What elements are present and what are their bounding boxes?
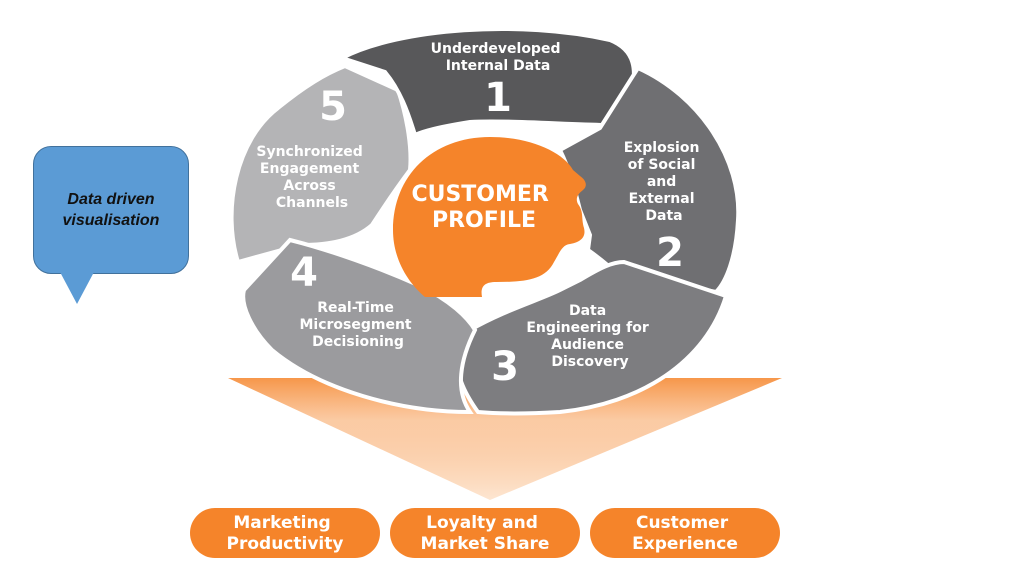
outcome-marketing-productivity: Marketing Productivity [190,508,380,558]
cycle-segment-3-content: Data Engineering for Audience Discovery … [491,303,653,390]
callout-tail [60,272,94,304]
segment-1-label: Underdeveloped Internal Data [431,41,566,74]
outcome-loyalty-market-share: Loyalty and Market Share [390,508,580,558]
segment-3-number: 3 [491,344,519,390]
outcome-pill [590,508,780,558]
outcome-funnel [228,378,782,500]
cycle-segment-1-content: Underdeveloped Internal Data 1 [431,41,566,121]
head-silhouette-icon [393,137,586,297]
outcome-pill [190,508,380,558]
segment-5-number: 5 [319,84,347,130]
segment-5-label: Synchronized Engagement Across Channels [256,144,367,211]
cycle-segment-1 [336,27,636,138]
outcome-pill [390,508,580,558]
outcome-label: Customer Experience [632,513,738,554]
segment-2-label: Explosion of Social and External Data [624,140,705,224]
outcome-label: Loyalty and Market Share [421,513,550,554]
cycle-segment-5-content: 5 Synchronized Engagement Across Channel… [256,84,367,211]
cycle-segment-5 [229,63,413,265]
cycle-segment-3 [455,259,729,416]
callout-bubble: Data driven visualisation [33,146,189,274]
callout-text: Data driven visualisation [62,191,160,229]
segment-4-label: Real-Time Microsegment Decisioning [299,300,416,350]
segment-2-number: 2 [656,230,684,276]
segment-1-number: 1 [484,75,512,121]
cycle-segment-4 [241,237,478,415]
center-label: CUSTOMER PROFILE [411,182,556,233]
segment-4-number: 4 [290,250,318,296]
cycle-segment-2-content: Explosion of Social and External Data 2 [624,140,705,276]
outcome-label: Marketing Productivity [227,513,344,554]
segment-3-label: Data Engineering for Audience Discovery [526,303,653,370]
outcome-customer-experience: Customer Experience [590,508,780,558]
cycle-segment-4-content: 4 Real-Time Microsegment Decisioning [290,250,416,350]
